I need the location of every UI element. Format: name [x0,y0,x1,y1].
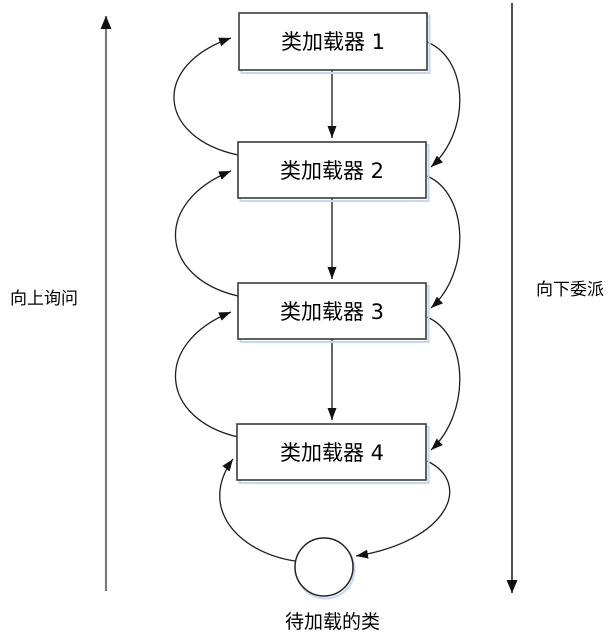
node-box [238,12,428,71]
node-label: 类加载器 1 [281,30,385,54]
target-class-circle [294,537,354,597]
node-box [237,282,427,340]
node-class-loader-1: 类加载器 1 [238,12,431,75]
edge-target-up-to-loader4 [219,458,296,562]
node-class-loader-4: 类加载器 4 [236,423,430,485]
delegate-downward-label: 向下委派 [536,280,604,300]
node-label: 类加载器 3 [280,300,384,324]
ask-upward-label: 向上询问 [10,289,78,309]
node-box [237,141,427,199]
node-class-loader-2: 类加载器 2 [237,141,430,203]
edge-loader3-up-to-loader2 [174,170,239,297]
edge-loader4-up-to-loader3 [174,311,239,438]
edge-loader1-down-to-loader2 [426,41,461,168]
node-box [236,423,427,481]
edge-loader3-down-to-loader4 [426,316,461,451]
node-target-class [294,537,356,600]
edge-loader4-down-to-target [355,460,451,559]
target-class-label: 待加载的类 [285,611,380,633]
edge-loader2-up-to-loader1 [173,37,239,156]
node-label: 类加载器 2 [280,159,384,183]
node-class-loader-3: 类加载器 3 [237,282,430,344]
edge-loader2-down-to-loader3 [426,175,461,309]
node-label: 类加载器 4 [280,441,384,465]
